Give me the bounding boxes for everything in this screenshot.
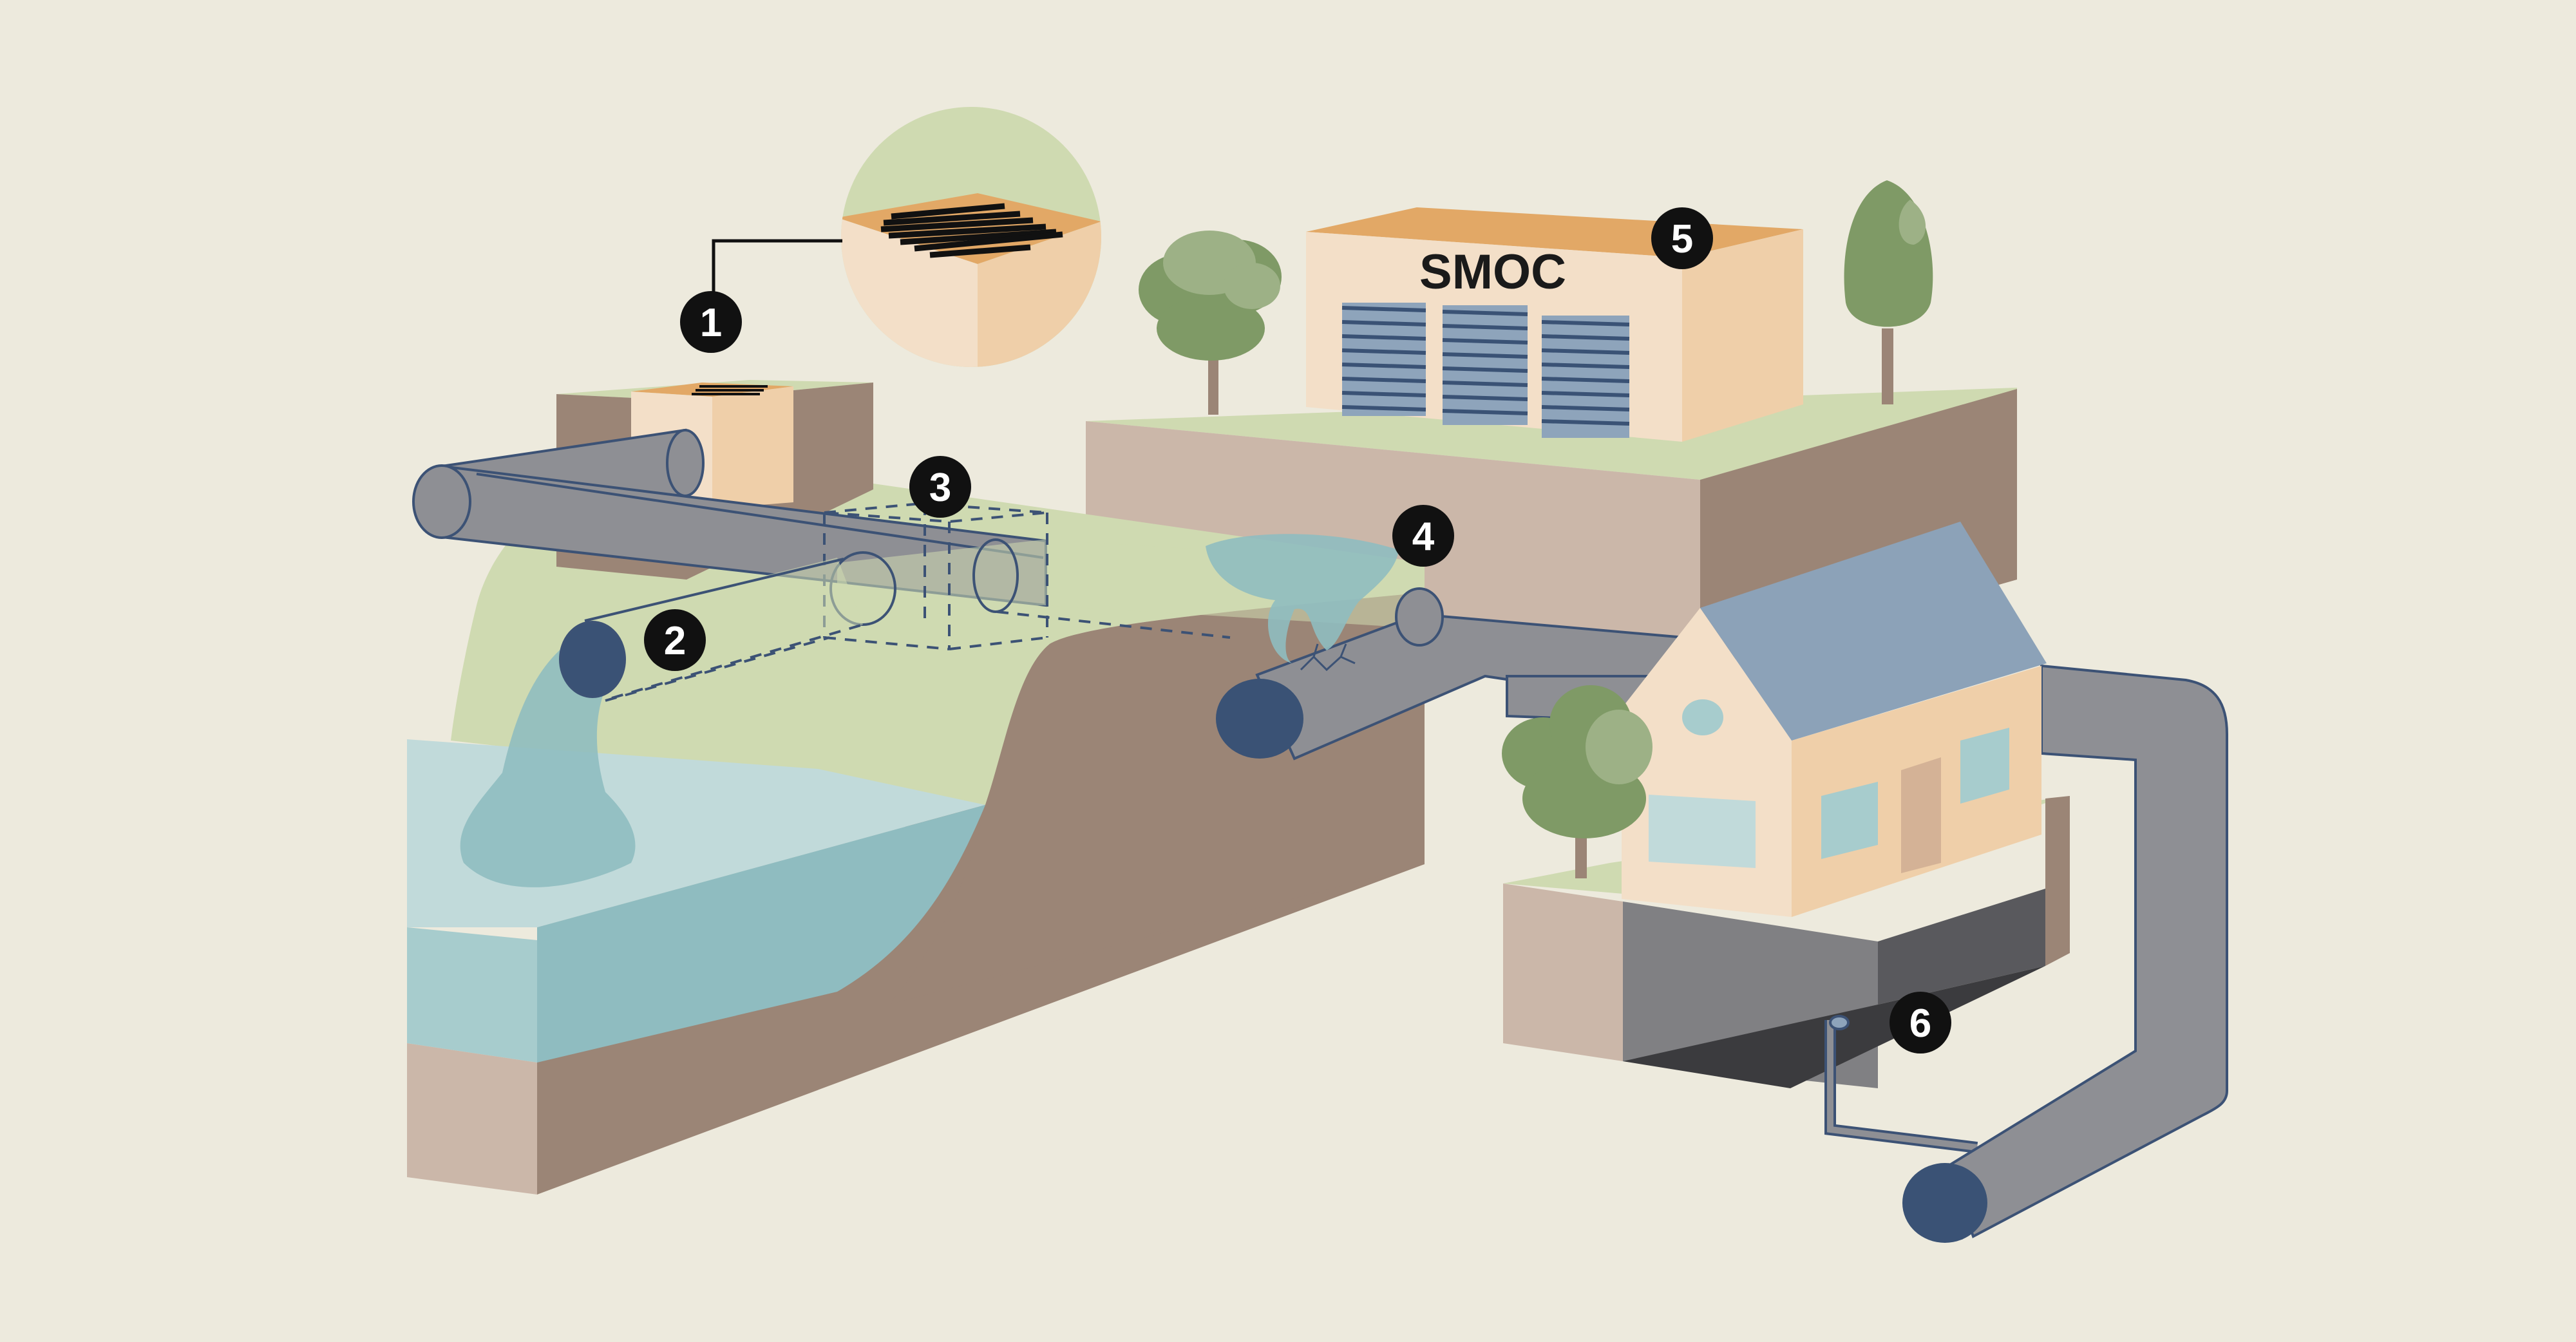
ghost-pipe-dashed-underside [996,610,1231,639]
broken-pipe [1206,534,1700,761]
house-side-window-2 [1960,728,2009,804]
upper-pipe-end [412,464,471,539]
basement-pipe [1824,1015,1978,1153]
smoc-side-wall [1682,229,1803,442]
marker-4: 4 [1392,505,1454,567]
tree-right-of-smoc [1844,180,1933,404]
house-side-window-1 [1821,782,1878,859]
marker-1: 1 [680,291,742,353]
smoc-louvre-1 [1341,303,1426,416]
smoc-building: SMOC [1306,207,1803,442]
marker-6-label: 6 [1909,1001,1931,1046]
ghost-pipe-ring-b [972,538,1019,613]
marker-3: 3 [909,456,971,518]
river-front-face [407,927,537,1063]
house-block-soil-side [2045,796,2070,966]
river-soil-front [407,1043,537,1195]
marker-2-label: 2 [664,619,686,663]
inlet-grate [692,385,768,395]
smoc-sign: SMOC [1419,245,1566,299]
ghost-pipe-dashed-lower [605,636,830,702]
broken-pipe-upper-end [1395,587,1444,647]
inlet-box-side [712,386,793,509]
house-block-soil-front [1503,884,1623,1061]
marker-4-label: 4 [1412,515,1435,559]
broken-pipe-end [1216,679,1303,759]
sewer-main-pipe-opening [1902,1163,1987,1243]
marker-5: 5 [1651,207,1713,269]
pipe-crack [1300,643,1356,672]
smoc-louvre-2 [1442,305,1528,425]
sewer-main-pipe-body [1947,664,2228,1238]
smoc-louvre-3 [1541,316,1630,438]
marker-2: 2 [644,609,706,671]
upper-pipe-inlet-end [666,429,705,497]
outfall-water-splash [460,644,636,887]
marker-5-label: 5 [1671,217,1693,261]
outfall-pipe-opening [559,621,626,698]
marker-1-label: 1 [700,301,722,345]
house-front-window [1649,795,1756,868]
river-water-channel [537,805,985,1063]
house-roof [1700,522,2047,741]
marker-3-label: 3 [929,466,951,510]
house-door [1901,757,1941,873]
leak-water [1206,534,1399,663]
marker-6: 6 [1889,992,1951,1054]
grate-callout-leader [712,239,842,298]
house-round-window [1682,699,1723,735]
tree-by-house [1502,685,1653,878]
house [1622,522,2047,917]
grate-zoom-callout [712,107,1101,367]
tree-left-of-smoc [1139,231,1282,415]
grate-zoom-bars [880,203,1063,258]
